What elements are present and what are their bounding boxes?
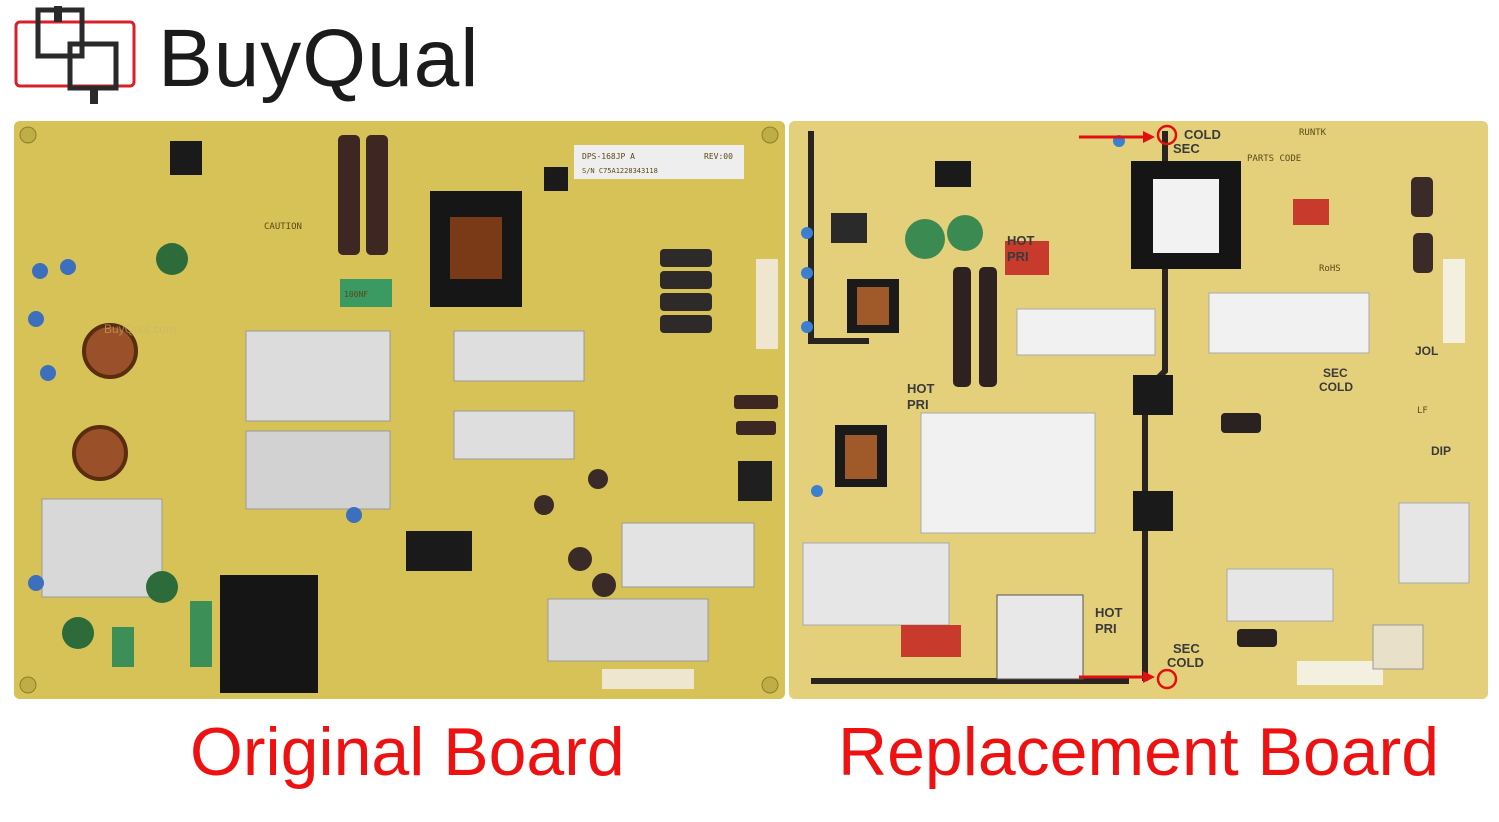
replacement-parts-code: PARTS CODE: [1247, 154, 1301, 164]
replacement-sec-mid: SEC: [1323, 366, 1348, 380]
original-board-caption: Original Board: [190, 714, 625, 790]
original-part-number: DPS-168JP A: [582, 152, 635, 161]
replacement-sec-top: SEC: [1173, 141, 1200, 156]
replacement-board-drawing: COLD SEC PARTS CODE RUNTK HOT PRI HOT PR…: [789, 121, 1488, 699]
original-serial: S/N C75A1228343118: [582, 167, 658, 175]
original-board-photo: DPS-168JP A REV:00 S/N C75A1228343118 CA…: [14, 121, 785, 699]
replacement-pri-3: PRI: [1095, 621, 1117, 636]
brand-name: BuyQual: [158, 13, 480, 104]
replacement-hot-1: HOT: [1007, 233, 1035, 248]
replacement-board-caption: Replacement Board: [838, 714, 1440, 790]
replacement-lf: LF: [1417, 406, 1428, 416]
original-revision: REV:00: [704, 152, 733, 161]
top-mounting-hole-marker: [1079, 124, 1178, 146]
replacement-pri-1: PRI: [1007, 249, 1029, 264]
replacement-dip: DIP: [1431, 444, 1451, 458]
replacement-sec-bottom: SEC: [1173, 641, 1200, 656]
replacement-hot-3: HOT: [1095, 605, 1123, 620]
original-cap-label: 100NF: [344, 290, 368, 299]
bottom-mounting-hole-marker: [1079, 668, 1178, 690]
replacement-rohs: RoHS: [1319, 264, 1341, 274]
buyqual-logo-mark: [14, 6, 136, 104]
original-caution-text: CAUTION: [264, 222, 302, 232]
replacement-cold-bottom: COLD: [1167, 655, 1204, 670]
replacement-pri-2: PRI: [907, 397, 929, 412]
replacement-cold-mid: COLD: [1319, 380, 1353, 394]
original-watermark: BuyQual.com: [104, 322, 176, 336]
replacement-cold-top: COLD: [1184, 127, 1221, 142]
replacement-hot-2: HOT: [907, 381, 935, 396]
original-board-drawing: DPS-168JP A REV:00 S/N C75A1228343118 CA…: [14, 121, 785, 699]
replacement-runtk: RUNTK: [1299, 128, 1327, 138]
buyqual-logo: BuyQual: [10, 4, 510, 110]
replacement-jol: JOL: [1415, 344, 1438, 358]
replacement-board-photo: COLD SEC PARTS CODE RUNTK HOT PRI HOT PR…: [789, 121, 1488, 699]
